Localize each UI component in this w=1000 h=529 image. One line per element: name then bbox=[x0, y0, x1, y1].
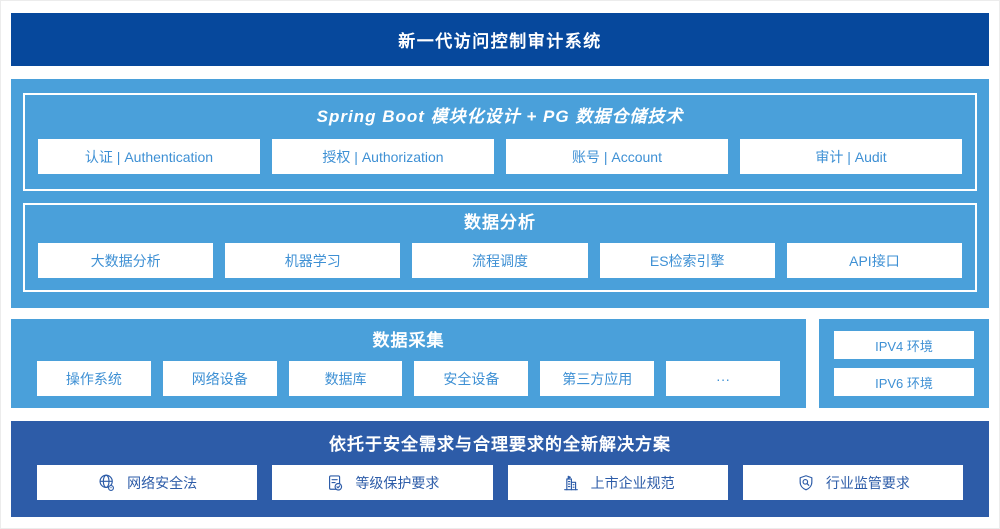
building-icon bbox=[561, 473, 581, 493]
globe-location-icon bbox=[97, 473, 117, 493]
analysis-workflow: 流程调度 bbox=[412, 243, 588, 278]
collection-network-device: 网络设备 bbox=[162, 361, 277, 396]
page-title: 新一代访问控制审计系统 bbox=[11, 13, 989, 66]
analysis-bigdata: 大数据分析 bbox=[38, 243, 214, 278]
collection-title: 数据采集 bbox=[372, 331, 445, 350]
analysis-machine-learning: 机器学习 bbox=[225, 243, 401, 278]
springboot-panel: Spring Boot 模块化设计 + PG 数据仓储技术 认证 | Authe… bbox=[23, 93, 977, 191]
solution-title: 依托于安全需求与合理要求的全新解决方案 bbox=[329, 435, 671, 454]
analysis-api: API接口 bbox=[786, 243, 963, 278]
env-ipv4: IPV4 环境 bbox=[834, 331, 974, 359]
module-audit: 审计 | Audit bbox=[740, 139, 962, 174]
collection-section: 数据采集 操作系统 网络设备 数据库 安全设备 第三方应用 ··· bbox=[11, 319, 806, 408]
solution-item-label: 上市企业规范 bbox=[590, 474, 675, 491]
module-account: 账号 | Account bbox=[506, 139, 728, 174]
collection-third-party: 第三方应用 bbox=[540, 361, 655, 396]
module-authentication: 认证 | Authentication bbox=[38, 139, 260, 174]
analysis-panel-title: 数据分析 bbox=[464, 213, 536, 232]
solution-item-listed-company: 上市企业规范 bbox=[507, 465, 728, 500]
module-authorization: 授权 | Authorization bbox=[272, 139, 494, 174]
solution-item-network-law: 网络安全法 bbox=[37, 465, 258, 500]
shield-search-icon bbox=[796, 473, 816, 493]
collection-security-device: 安全设备 bbox=[414, 361, 529, 396]
collection-band: 数据采集 操作系统 网络设备 数据库 安全设备 第三方应用 ··· IPV4 环… bbox=[11, 319, 989, 408]
solution-item-label: 网络安全法 bbox=[127, 474, 198, 491]
env-ipv6: IPV6 环境 bbox=[834, 368, 974, 396]
analysis-es-search: ES检索引擎 bbox=[599, 243, 775, 278]
analysis-row: 大数据分析 机器学习 流程调度 ES检索引擎 API接口 bbox=[38, 243, 963, 278]
platform-section: Spring Boot 模块化设计 + PG 数据仓储技术 认证 | Authe… bbox=[11, 79, 989, 308]
environment-panel: IPV4 环境 IPV6 环境 bbox=[819, 319, 989, 408]
solution-row: 网络安全法 等级保护要求 bbox=[37, 465, 963, 500]
solution-item-label: 行业监管要求 bbox=[825, 474, 910, 491]
collection-database: 数据库 bbox=[288, 361, 403, 396]
collection-os: 操作系统 bbox=[37, 361, 151, 396]
modules-row: 认证 | Authentication 授权 | Authorization 账… bbox=[38, 139, 962, 174]
solution-section: 依托于安全需求与合理要求的全新解决方案 网络安全法 bbox=[11, 421, 989, 517]
solution-item-label: 等级保护要求 bbox=[355, 474, 440, 491]
document-check-icon bbox=[325, 473, 345, 493]
springboot-panel-title: Spring Boot 模块化设计 + PG 数据仓储技术 bbox=[316, 107, 684, 126]
solution-item-industry-regulation: 行业监管要求 bbox=[742, 465, 963, 500]
solution-item-classified-protection: 等级保护要求 bbox=[272, 465, 493, 500]
collection-more: ··· bbox=[666, 361, 780, 396]
analysis-panel: 数据分析 大数据分析 机器学习 流程调度 ES检索引擎 API接口 bbox=[23, 203, 977, 292]
collection-row: 操作系统 网络设备 数据库 安全设备 第三方应用 ··· bbox=[37, 361, 780, 396]
